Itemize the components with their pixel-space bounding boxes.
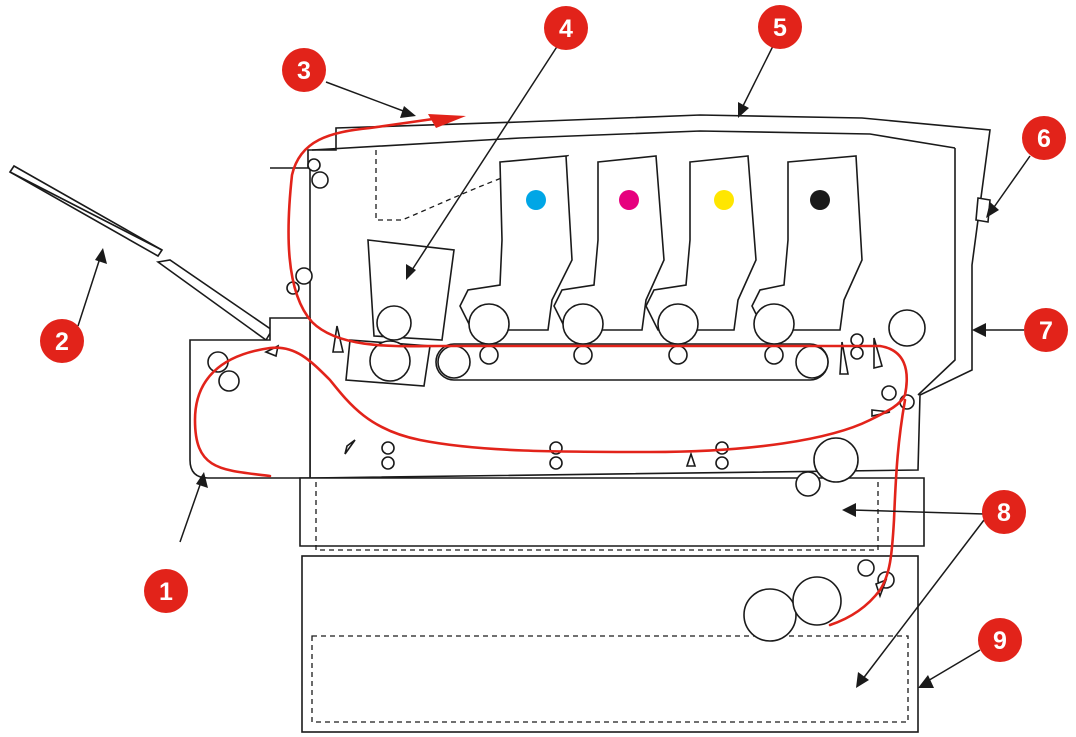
callout-5: 5 (758, 5, 802, 49)
callout-5-label: 5 (773, 14, 787, 42)
callout-1: 1 (144, 569, 188, 613)
paper-exit-arrowhead (428, 114, 466, 128)
callout-8: 8 (982, 490, 1026, 534)
callout-2-label: 2 (55, 328, 69, 356)
callout-4-label: 4 (559, 15, 573, 43)
callout-6-label: 6 (1037, 125, 1051, 153)
toner-dot-cyan (526, 190, 546, 210)
paper-cassette-1 (299, 477, 925, 551)
callout-2: 2 (40, 319, 84, 363)
toner-dot-black (810, 190, 830, 210)
toner-dot-magenta (619, 190, 639, 210)
callout-8-label: 8 (997, 499, 1011, 527)
leader-lines (77, 41, 1031, 688)
callout-3: 3 (282, 48, 326, 92)
callout-9: 9 (978, 618, 1022, 662)
toner-dot-yellow (714, 190, 734, 210)
rollers (207, 158, 926, 642)
callout-6: 6 (1022, 116, 1066, 160)
paper-path (193, 114, 909, 627)
callout-3-label: 3 (297, 57, 311, 85)
multipurpose-tray (8, 164, 274, 342)
callout-1-label: 1 (159, 578, 173, 606)
callout-7-label: 7 (1039, 317, 1053, 345)
callout-7: 7 (1024, 308, 1068, 352)
callout-9-label: 9 (993, 627, 1007, 655)
callout-4: 4 (544, 6, 588, 50)
